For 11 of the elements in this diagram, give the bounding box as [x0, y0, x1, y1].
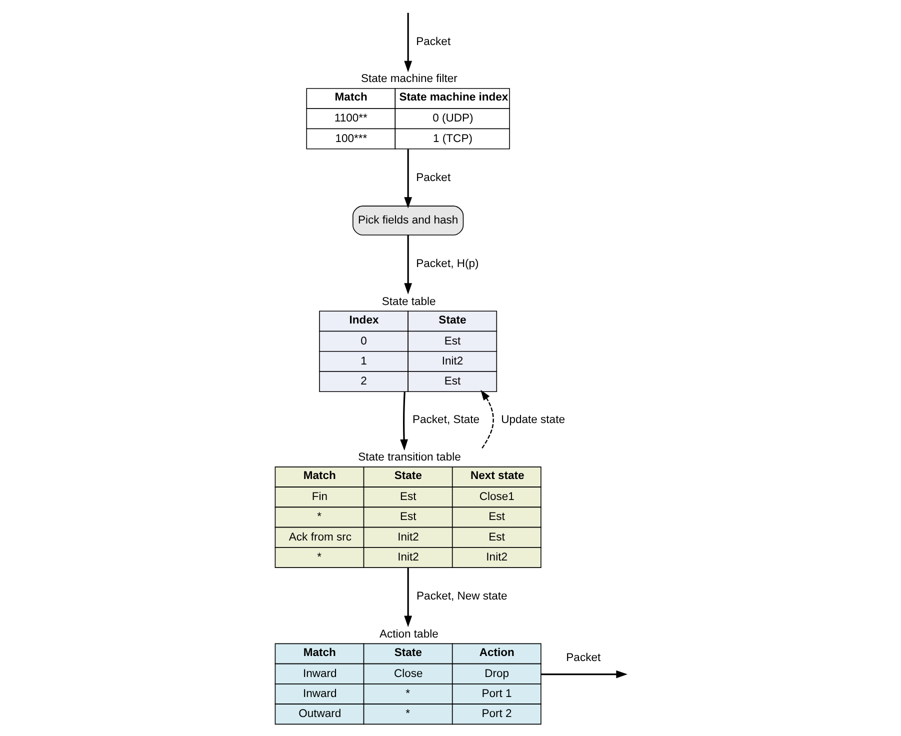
edge-label: Packet: [416, 36, 451, 48]
edge-label: Packet: [416, 172, 451, 184]
edge-label: Update state: [501, 414, 565, 426]
node-label: Action table: [379, 628, 438, 640]
edge-label: Packet, New state: [416, 590, 508, 603]
edge-label: Packet: [566, 652, 601, 664]
edge-label: Packet, State: [412, 414, 480, 426]
edge-label: Packet, H(p): [416, 258, 479, 270]
node-label: State transition table: [358, 452, 461, 464]
node-text: State machine filter Match State machine index 1100** 0 (UDP) 100*** 1 (TCP): [334, 73, 508, 145]
node-label: State table: [382, 296, 436, 308]
